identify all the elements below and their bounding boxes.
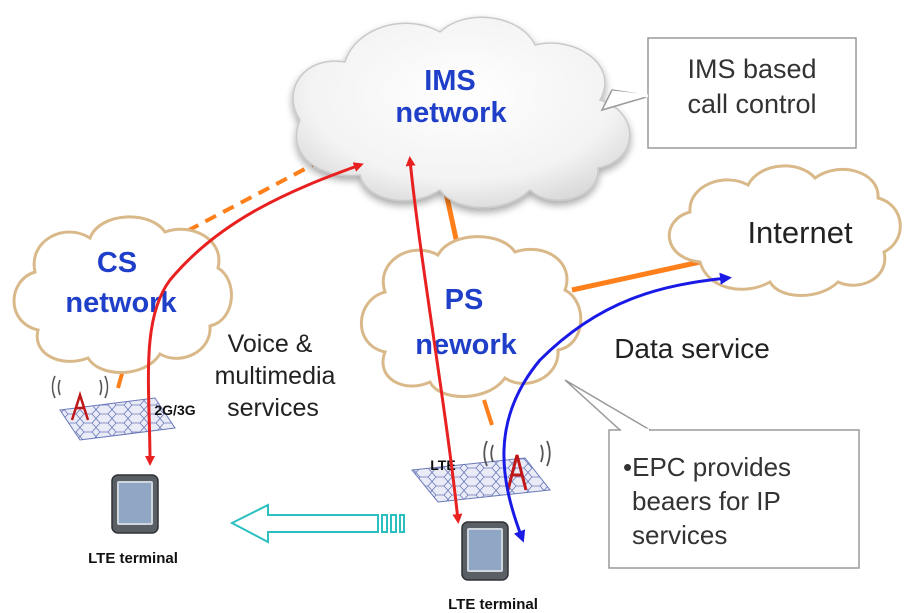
lte-terminal-right-label: LTE terminal (448, 596, 538, 613)
cloud-icon (667, 164, 902, 297)
handover-arrow-icon (229, 503, 405, 544)
lte-terminal-left-label: LTE terminal (88, 550, 178, 567)
voice-services-label-line1: Voice & (228, 330, 313, 358)
ps-network-cloud (359, 235, 583, 398)
ps-lte-link (482, 399, 494, 426)
cs-cloud-title-line1: CS (97, 247, 137, 279)
ps-cloud-title-line1: PS (445, 284, 484, 316)
voice-signal-arrow-cs (144, 162, 364, 466)
voice-services-label-line3: services (227, 394, 319, 422)
ims-cloud-title-line2: network (395, 97, 507, 129)
epc-callout: •EPC provides beaers for IP services (564, 379, 860, 569)
epc-callout-line3: services (632, 520, 727, 550)
radio-tower-icon (51, 375, 109, 421)
ps-cloud-title-line2: nework (415, 329, 517, 361)
voice-services-label-line2: multimedia (215, 362, 336, 390)
cloud-icon (292, 16, 631, 209)
mobile-phone-icon (111, 474, 159, 534)
ims-callout-line1: IMS based (687, 54, 816, 84)
band-2g3g-label: 2G/3G (154, 402, 195, 418)
data-service-label: Data service (614, 333, 770, 364)
epc-callout-line1: •EPC provides (623, 452, 791, 482)
ims-callout-line2: call control (687, 89, 816, 119)
internet-cloud-label: Internet (747, 215, 853, 250)
cs-cloud-title-line2: network (65, 287, 177, 319)
lte-terminal-right (461, 521, 509, 581)
cs-ims-dashed-link (169, 158, 323, 242)
cloud-icon (359, 235, 583, 398)
voice-signal-arrow-lte (405, 156, 463, 524)
mobile-phone-icon (461, 521, 509, 581)
lte-terminal-left (111, 474, 159, 534)
data-service-arrow (502, 272, 732, 543)
ims-network-cloud (292, 16, 631, 209)
internet-cloud (667, 164, 902, 297)
epc-callout-line2: beaers for IP (632, 486, 781, 516)
ims-cloud-title-line1: IMS (424, 65, 476, 97)
ims-call-control-callout: IMS based call control (600, 37, 857, 149)
